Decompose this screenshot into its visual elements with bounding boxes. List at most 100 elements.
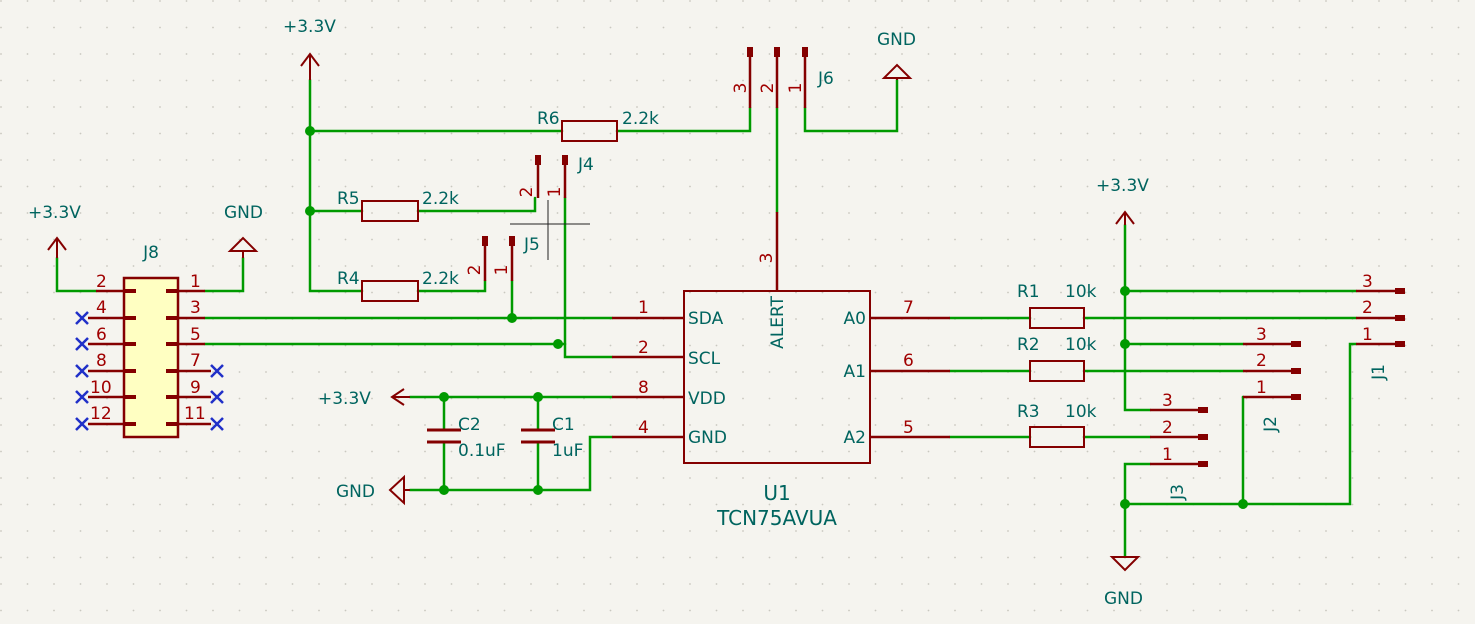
svg-text:GND: GND [224,203,263,223]
capacitor-c2[interactable]: C2 0.1uF [427,415,506,461]
svg-text:2: 2 [517,187,537,198]
svg-text:J3: J3 [1168,484,1188,501]
svg-text:1: 1 [545,187,565,198]
svg-text:1: 1 [638,298,649,318]
connector-j3[interactable]: 3 2 1 J3 [1150,391,1208,501]
power-vcc-top[interactable]: +3.3V [283,17,336,80]
svg-text:VDD: VDD [688,389,726,409]
svg-text:10k: 10k [1065,335,1097,355]
svg-text:8: 8 [638,378,649,398]
svg-text:5: 5 [903,418,914,438]
svg-text:2: 2 [96,272,107,292]
connector-j4[interactable]: 2 1 J4 [517,155,594,198]
svg-text:7: 7 [190,351,201,371]
power-vcc-j8[interactable]: +3.3V [28,203,81,258]
connector-j8[interactable]: J8 2 4 6 8 10 12 1 3 5 7 9 11 [90,243,206,439]
svg-text:12: 12 [90,404,112,424]
svg-text:1: 1 [190,272,201,292]
svg-text:1: 1 [1362,325,1373,345]
svg-text:11: 11 [184,404,206,424]
svg-text:3: 3 [1256,325,1267,345]
svg-text:3: 3 [757,253,777,264]
svg-text:2.2k: 2.2k [622,109,659,129]
svg-text:J6: J6 [817,69,834,89]
capacitor-c1[interactable]: C1 1uF [521,415,583,461]
svg-text:R1: R1 [1017,282,1040,302]
svg-text:A2: A2 [844,428,866,448]
resistor-r3[interactable]: R3 10k [1017,402,1097,448]
svg-text:7: 7 [903,298,914,318]
power-gnd-right[interactable]: GND [1104,556,1143,609]
connector-j5[interactable]: 2 1 J5 [465,200,590,281]
power-vcc-right[interactable]: +3.3V [1096,176,1149,225]
svg-text:GND: GND [877,30,916,50]
svg-text:1: 1 [492,265,512,276]
ic-u1[interactable]: 1 2 8 4 7 6 5 3 SDA SCL VDD GND A0 A1 A2… [612,212,950,530]
svg-text:9: 9 [190,378,201,398]
svg-text:TCN75AVUA: TCN75AVUA [716,506,837,530]
svg-text:3: 3 [1162,391,1173,411]
svg-text:R6: R6 [537,109,560,129]
svg-text:1: 1 [1256,378,1267,398]
svg-text:5: 5 [190,325,201,345]
svg-text:2: 2 [1256,351,1267,371]
svg-text:10k: 10k [1065,282,1097,302]
svg-text:J5: J5 [523,235,540,255]
svg-text:1uF: 1uF [552,441,583,461]
svg-text:2: 2 [758,83,778,94]
svg-text:+3.3V: +3.3V [283,17,336,37]
svg-text:2: 2 [638,338,649,358]
svg-text:C2: C2 [458,415,481,435]
svg-text:SDA: SDA [688,309,724,329]
svg-text:J4: J4 [577,155,594,175]
svg-text:A0: A0 [844,309,866,329]
svg-text:+3.3V: +3.3V [1096,176,1149,196]
svg-text:2.2k: 2.2k [422,189,459,209]
power-gnd-j8[interactable]: GND [224,203,263,258]
svg-text:+3.3V: +3.3V [318,389,371,409]
resistor-r5[interactable]: R5 2.2k [337,189,459,222]
connector-j2[interactable]: 3 2 1 J2 [1243,325,1301,433]
svg-text:6: 6 [903,351,914,371]
resistor-r1[interactable]: R1 10k [1017,282,1097,329]
svg-text:2: 2 [465,265,485,276]
svg-text:4: 4 [96,298,107,318]
svg-text:0.1uF: 0.1uF [458,441,506,461]
svg-text:ALERT: ALERT [768,295,788,348]
svg-text:R4: R4 [337,269,360,289]
wires [55,78,1358,559]
svg-text:GND: GND [336,482,375,502]
svg-text:1: 1 [1162,445,1173,465]
connector-j6[interactable]: 3 2 1 J6 [731,47,834,108]
svg-text:4: 4 [638,418,649,438]
power-gnd-caps[interactable]: GND [336,474,410,506]
svg-text:2: 2 [1362,298,1373,318]
svg-text:R5: R5 [337,189,360,209]
svg-text:+3.3V: +3.3V [28,203,81,223]
resistor-r4[interactable]: R4 2.2k [337,269,459,302]
svg-text:3: 3 [190,298,201,318]
svg-text:GND: GND [688,428,727,448]
svg-text:2.2k: 2.2k [422,269,459,289]
svg-text:J1: J1 [1369,364,1389,381]
svg-text:SCL: SCL [688,349,721,369]
resistor-r2[interactable]: R2 10k [1017,335,1097,382]
power-gnd-j6[interactable]: GND [877,30,916,80]
svg-text:6: 6 [96,325,107,345]
svg-text:R2: R2 [1017,335,1040,355]
junctions [305,126,1248,509]
svg-text:3: 3 [1362,272,1373,292]
svg-text:2: 2 [1162,418,1173,438]
svg-text:R3: R3 [1017,402,1040,422]
svg-text:10k: 10k [1065,402,1097,422]
svg-text:10: 10 [90,378,112,398]
svg-text:J8: J8 [142,243,159,263]
connector-j1[interactable]: 3 2 1 J1 [1356,272,1405,381]
svg-text:1: 1 [786,83,806,94]
resistor-r6[interactable]: R6 2.2k [537,109,659,142]
svg-text:A1: A1 [844,362,866,382]
power-vcc-caps[interactable]: +3.3V [318,388,410,409]
no-connect-markers [75,311,224,431]
